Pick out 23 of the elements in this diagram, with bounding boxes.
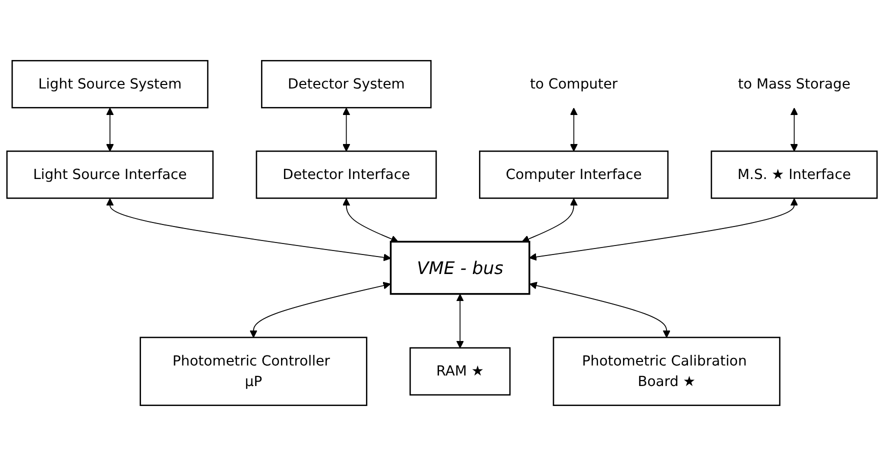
- node-text: to Mass Storage: [738, 75, 850, 92]
- node-text: to Computer: [530, 75, 618, 92]
- node-box: Light Source System: [12, 60, 208, 108]
- arrow: [342, 108, 350, 152]
- arrow: [522, 198, 578, 243]
- arrow: [106, 108, 114, 152]
- node-box: Detector System: [261, 60, 432, 108]
- arrow: [529, 198, 798, 261]
- node-box: Detector Interface: [256, 150, 437, 199]
- arrow: [106, 198, 392, 262]
- node-box: VME - bus: [390, 240, 530, 295]
- node-box: Computer Interface: [479, 150, 669, 199]
- node-box: M.S. ★ Interface: [710, 150, 878, 199]
- node-box: Photometric Calibration Board ★: [552, 336, 780, 406]
- arrow: [570, 108, 578, 152]
- node-box: Light Source Interface: [6, 150, 214, 199]
- arrow: [342, 198, 398, 243]
- node-box: Photometric Controller μP: [140, 336, 368, 406]
- arrow: [250, 282, 391, 338]
- arrow: [529, 282, 670, 338]
- arrow: [790, 108, 798, 152]
- node-box: RAM ★: [410, 347, 511, 396]
- arrow: [456, 294, 464, 348]
